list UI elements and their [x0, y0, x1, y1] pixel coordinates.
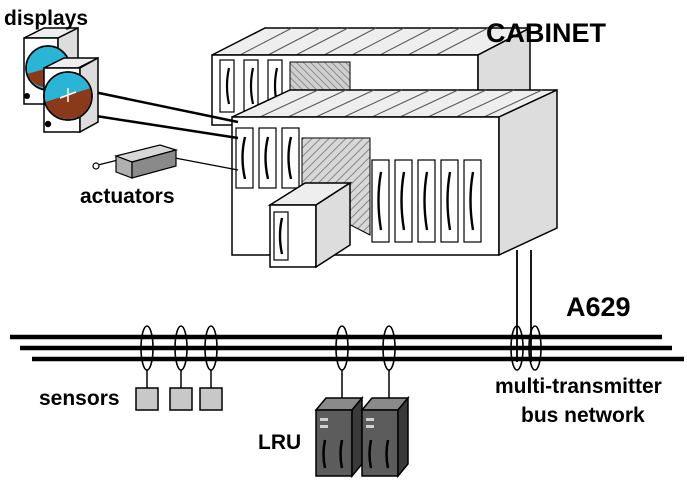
actuator-icon — [92, 144, 179, 179]
network-label-line2: bus network — [521, 404, 645, 427]
display-cables — [74, 86, 239, 140]
displays-label: displays — [4, 7, 89, 30]
cabinet-bus-drops — [516, 250, 532, 362]
cabinet-front-rack — [231, 88, 558, 257]
actuators-label: actuators — [80, 185, 175, 208]
lru-box-icon-2 — [360, 395, 410, 479]
lru-box-icon — [314, 395, 364, 479]
sensor-icon — [135, 387, 223, 411]
lru-drops — [341, 370, 390, 398]
lru-label: LRU — [258, 431, 302, 454]
network-label-line1: multi-transmitter — [495, 375, 662, 398]
bus-name-label: A629 — [566, 292, 631, 322]
sensors-label: sensors — [39, 387, 120, 410]
removed-module — [267, 181, 353, 269]
display-gauge-icon-front — [43, 56, 99, 134]
sensor-drops — [146, 370, 212, 388]
actuator-cable — [174, 157, 239, 171]
cabinet-label: CABINET — [486, 18, 606, 48]
